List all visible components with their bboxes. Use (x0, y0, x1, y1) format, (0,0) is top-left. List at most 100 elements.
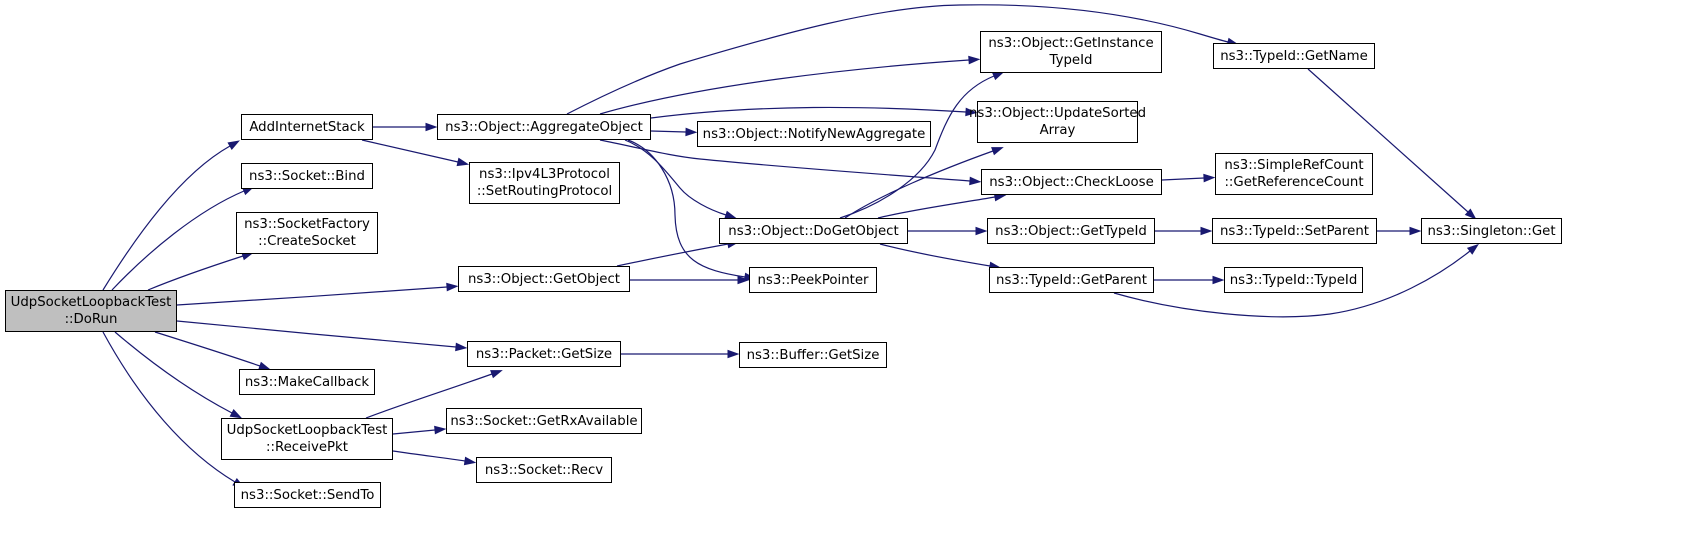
edge-root-to-make-callback (154, 331, 261, 367)
node-label-line-1: UdpSocketLoopbackTest (226, 423, 388, 438)
node-notify-new-aggregate[interactable]: ns3::Object::NotifyNewAggregate (697, 121, 931, 147)
node-label: ns3::Object::NotifyNewAggregate (702, 126, 926, 142)
node-typeid-get-name[interactable]: ns3::TypeId::GetName (1213, 43, 1375, 69)
edge-arrowhead-packet-get-size-to-buffer-get-size (727, 349, 740, 359)
node-peek-pointer[interactable]: ns3::PeekPointer (749, 267, 877, 293)
node-label: ns3::Buffer::GetSize (746, 347, 880, 363)
edge-arrowhead-root-to-packet-get-size (455, 342, 468, 352)
node-label: ns3::Socket::Recv (484, 462, 604, 478)
edge-arrowhead-receive-pkt-to-packet-get-size (490, 370, 503, 379)
edge-arrowhead-get-object-to-peek-pointer (737, 275, 750, 285)
edge-root-to-add-internet-stack (102, 145, 231, 291)
node-socket-send-to[interactable]: ns3::Socket::SendTo (234, 482, 381, 508)
edge-arrowhead-aggregate-object-to-notify-new-aggregate (685, 127, 698, 137)
node-packet-get-size[interactable]: ns3::Packet::GetSize (467, 341, 621, 367)
node-label-line-2: ::SetRoutingProtocol (476, 184, 613, 199)
edge-arrowhead-get-typeid-to-typeid-set-parent (1200, 226, 1213, 236)
edge-arrowhead-typeid-set-parent-to-singleton-get (1409, 226, 1422, 236)
node-label: ns3::Object::GetObject (467, 271, 621, 287)
node-typeid-get-parent[interactable]: ns3::TypeId::GetParent (989, 267, 1154, 293)
edge-aggregate-object-to-get-instance-typeid (599, 59, 970, 115)
node-udp-socket-loopback-test-dorun: UdpSocketLoopbackTest ::DoRun (5, 290, 177, 332)
edge-root-to-socket-bind (111, 190, 245, 291)
edge-check-loose-to-simple-ref-count (1161, 177, 1205, 181)
node-label-line-2: ::DoRun (64, 312, 118, 327)
node-socket-recv[interactable]: ns3::Socket::Recv (476, 457, 612, 483)
node-label-line-1: ns3::SocketFactory (244, 217, 370, 232)
edge-receive-pkt-to-socket-recv (392, 450, 466, 462)
edge-arrowhead-root-to-receive-pkt (229, 408, 243, 419)
node-label: ns3::Packet::GetSize (475, 346, 613, 362)
node-do-get-object[interactable]: ns3::Object::DoGetObject (719, 218, 908, 244)
edge-arrowhead-add-internet-stack-to-aggregate-object (425, 122, 438, 132)
edge-aggregate-object-to-typeid-get-name (566, 4, 1229, 115)
call-edges (102, 4, 1479, 488)
node-label-line-2: ::ReceivePkt (266, 440, 348, 455)
node-get-instance-typeid[interactable]: ns3::Object::GetInstance TypeId (980, 31, 1162, 73)
edge-do-get-object-to-check-loose (877, 196, 996, 219)
node-receive-pkt[interactable]: UdpSocketLoopbackTest ::ReceivePkt (221, 418, 393, 460)
edge-arrowhead-receive-pkt-to-socket-recv (463, 456, 477, 466)
node-label: ns3::TypeId::SetParent (1219, 223, 1370, 239)
edge-arrowhead-typeid-get-parent-to-singleton-get (1466, 243, 1479, 255)
node-label: ns3::TypeId::TypeId (1229, 272, 1358, 288)
edge-arrowhead-add-internet-stack-to-ipv4l3-set-routing (456, 157, 470, 167)
node-label: ns3::Socket::Bind (249, 168, 365, 184)
node-label: ns3::TypeId::GetName (1220, 48, 1368, 64)
node-label: ns3::MakeCallback (244, 374, 370, 390)
node-label-line-2: Array (1039, 123, 1076, 138)
edge-do-get-object-to-update-sorted-array (844, 150, 994, 219)
edge-receive-pkt-to-get-rx-available (392, 429, 436, 435)
node-label: ns3::Object::CheckLoose (989, 174, 1154, 190)
edge-do-get-object-to-get-instance-typeid (839, 75, 995, 219)
edge-root-to-receive-pkt (114, 331, 233, 414)
node-typeid-set-parent[interactable]: ns3::TypeId::SetParent (1212, 218, 1377, 244)
node-label: ns3::Object::AggregateObject (445, 119, 643, 135)
edge-arrowhead-root-to-get-object (446, 282, 459, 292)
node-typeid-typeid[interactable]: ns3::TypeId::TypeId (1224, 267, 1363, 293)
node-label: ns3::Socket::GetRxAvailable (450, 413, 638, 429)
edge-arrowhead-typeid-get-parent-to-typeid-typeid (1212, 275, 1225, 285)
edge-root-to-socket-send-to (102, 331, 236, 483)
node-buffer-get-size[interactable]: ns3::Buffer::GetSize (739, 342, 887, 368)
edge-do-get-object-to-typeid-get-parent (879, 243, 991, 267)
edge-root-to-socket-factory-create (147, 255, 244, 291)
node-label: ns3::TypeId::GetParent (996, 272, 1147, 288)
edge-typeid-get-parent-to-singleton-get (1113, 250, 1471, 318)
node-label-line-1: ns3::Ipv4L3Protocol (479, 167, 610, 182)
edge-arrowhead-aggregate-object-to-get-instance-typeid (968, 55, 981, 65)
node-label-line-1: UdpSocketLoopbackTest (10, 295, 172, 310)
node-label-line-1: ns3::SimpleRefCount (1224, 158, 1364, 173)
edge-aggregate-object-to-peek-pointer (627, 139, 746, 278)
node-get-object[interactable]: ns3::Object::GetObject (458, 266, 630, 292)
node-singleton-get[interactable]: ns3::Singleton::Get (1421, 218, 1562, 244)
node-update-sorted-array[interactable]: ns3::Object::UpdateSorted Array (969, 101, 1146, 143)
edge-arrowhead-do-get-object-to-update-sorted-array (991, 147, 1004, 156)
node-make-callback[interactable]: ns3::MakeCallback (239, 369, 375, 395)
node-label-line-2: ::CreateSocket (258, 234, 356, 249)
edge-add-internet-stack-to-ipv4l3-set-routing (361, 139, 459, 163)
node-socket-factory-create-socket[interactable]: ns3::SocketFactory ::CreateSocket (236, 212, 378, 254)
edge-arrowhead-root-to-add-internet-stack (227, 140, 240, 150)
edge-aggregate-object-to-do-get-object (624, 139, 727, 216)
node-label: AddInternetStack (249, 119, 365, 135)
node-label-line-1: ns3::Object::UpdateSorted (968, 106, 1147, 121)
edge-arrowhead-receive-pkt-to-get-rx-available (434, 425, 447, 435)
node-socket-bind[interactable]: ns3::Socket::Bind (241, 163, 373, 189)
node-aggregate-object[interactable]: ns3::Object::AggregateObject (437, 114, 651, 140)
node-label: ns3::Object::DoGetObject (728, 223, 899, 239)
node-label-line-1: ns3::Object::GetInstance (988, 36, 1154, 51)
node-ipv4l3-set-routing-protocol[interactable]: ns3::Ipv4L3Protocol ::SetRoutingProtocol (469, 162, 620, 204)
node-get-typeid[interactable]: ns3::Object::GetTypeId (987, 218, 1155, 244)
edge-arrowhead-aggregate-object-to-check-loose (969, 176, 982, 186)
node-get-rx-available[interactable]: ns3::Socket::GetRxAvailable (446, 408, 642, 434)
edge-root-to-packet-get-size (176, 320, 457, 348)
edge-typeid-get-name-to-singleton-get (1307, 68, 1469, 213)
edge-arrowhead-typeid-get-name-to-singleton-get (1464, 208, 1477, 220)
node-label-line-2: TypeId (1049, 53, 1093, 68)
edge-aggregate-object-to-notify-new-aggregate (650, 130, 687, 133)
node-check-loose[interactable]: ns3::Object::CheckLoose (981, 169, 1162, 195)
node-simple-ref-count-get-reference-count[interactable]: ns3::SimpleRefCount ::GetReferenceCount (1215, 153, 1373, 195)
node-add-internet-stack[interactable]: AddInternetStack (241, 114, 373, 140)
